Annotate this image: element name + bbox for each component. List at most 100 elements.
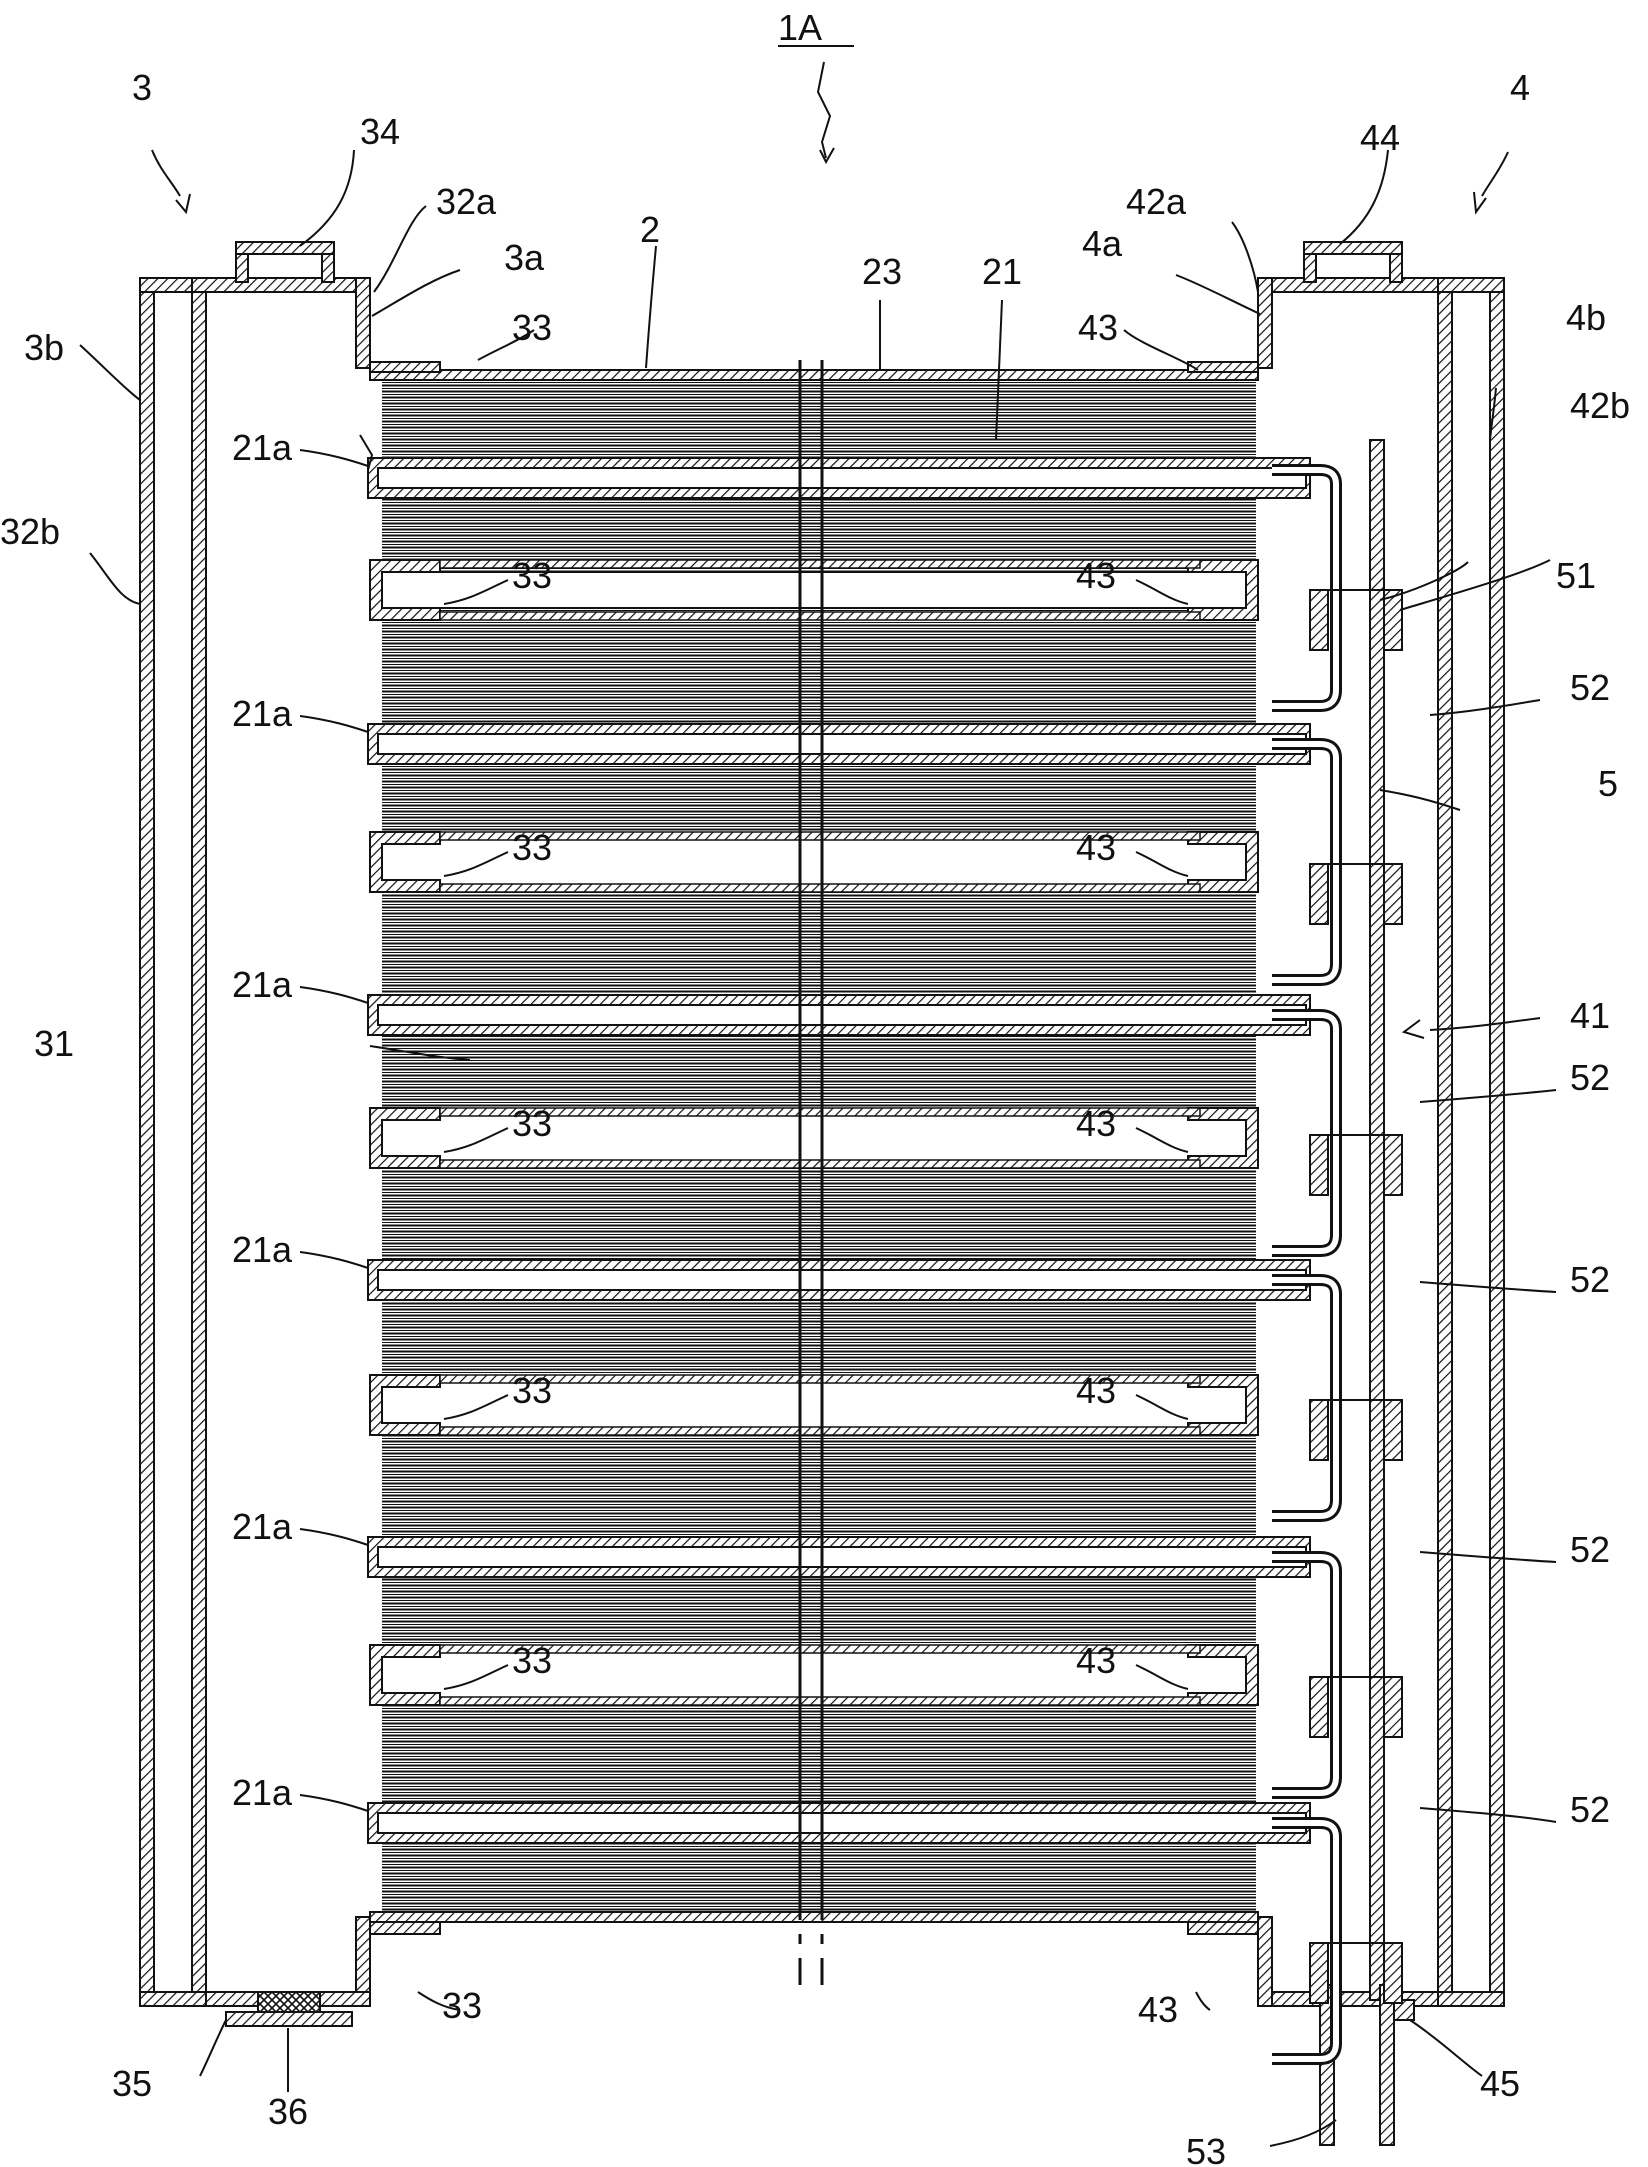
pocket-43 <box>1187 1644 1259 1706</box>
fin-band <box>382 1700 1256 1803</box>
label-21a: 21a <box>232 1772 293 1813</box>
label-52: 52 <box>1570 1529 1610 1570</box>
partition-plate-52 <box>1272 1274 1342 1522</box>
leader-33 <box>443 1127 509 1153</box>
label-52: 52 <box>1570 1789 1610 1830</box>
partition-plate-52-inner <box>1272 467 1339 709</box>
label-53: 53 <box>1186 2131 1226 2167</box>
pocket-43 <box>1187 559 1259 621</box>
leader-21a <box>299 715 369 733</box>
leader-21a <box>299 986 369 1004</box>
tube-bore <box>377 1269 1307 1291</box>
clip-left <box>1309 1942 1329 2004</box>
right-outer-plate-top <box>1437 277 1505 293</box>
clip-right <box>1383 1134 1403 1196</box>
label-43: 43 <box>1076 1103 1116 1144</box>
right-tank-plate-bottom-wall <box>1257 1916 1273 2007</box>
right-inner-divider <box>1437 291 1453 1993</box>
pocket-43 <box>1187 1107 1259 1169</box>
left-header-tank <box>139 241 371 2007</box>
partition-plate-52-inner <box>1272 1820 1339 2062</box>
label-1a: 1A <box>778 7 822 48</box>
label-34: 34 <box>360 111 400 152</box>
flange-43-bottom <box>1187 1921 1259 1935</box>
pocket-bottom-plate <box>439 1426 1201 1436</box>
partition-member-5 <box>1272 439 1415 2146</box>
pocket-33 <box>369 559 441 621</box>
pocket-bottom-plate <box>439 611 1201 621</box>
left-pipe-34-top <box>235 241 335 255</box>
leader-33 <box>443 1664 509 1690</box>
clip-right <box>1383 863 1403 925</box>
pocket-top-plate <box>439 1374 1201 1384</box>
label-42a: 42a <box>1126 181 1187 222</box>
pocket-33 <box>369 831 441 893</box>
label-43: 43 <box>1076 827 1116 868</box>
leader-43 <box>1135 1127 1189 1153</box>
leader-43 <box>1135 1664 1189 1690</box>
pocket-bottom-plate <box>439 1159 1201 1169</box>
label-43: 43 <box>1076 555 1116 596</box>
left-inner-divider <box>191 291 207 1993</box>
label-21a: 21a <box>232 1506 293 1547</box>
pocket-top-plate <box>439 1107 1201 1117</box>
pocket-top-plate <box>439 559 1201 569</box>
leader-lines <box>79 61 1557 2147</box>
pocket-33 <box>369 1374 441 1436</box>
label-43: 43 <box>1076 1640 1116 1681</box>
seal-45 <box>1393 1999 1415 2021</box>
label-33-top: 33 <box>512 307 552 348</box>
pocket-top-plate <box>439 831 1201 841</box>
label-35: 35 <box>112 2063 152 2104</box>
bottom-side-plate <box>369 1911 1259 1923</box>
partition-plate-52-inner <box>1272 1554 1339 1796</box>
leader-21a <box>299 1794 369 1812</box>
pocket-bottom-plate <box>439 883 1201 893</box>
partition-plate-52-inner <box>1272 1012 1339 1254</box>
label-52: 52 <box>1570 1057 1610 1098</box>
pocket-bottom-plate <box>439 1696 1201 1706</box>
fin-band <box>382 608 1256 724</box>
label-51: 51 <box>1556 555 1596 596</box>
flange-43-top <box>1187 361 1259 373</box>
label-3: 3 <box>132 67 152 108</box>
label-4b: 4b <box>1566 297 1606 338</box>
label-33: 33 <box>512 555 552 596</box>
label-3a: 3a <box>504 237 545 278</box>
pocket-top-plate <box>439 1644 1201 1654</box>
fin-band <box>382 1843 1256 1912</box>
tube-bore <box>377 733 1307 755</box>
partition-plate-52 <box>1272 738 1342 986</box>
label-43-top: 43 <box>1078 307 1118 348</box>
leader-21a <box>299 449 369 467</box>
label-36: 36 <box>268 2091 308 2132</box>
partition-plate-52 <box>1272 464 1342 712</box>
label-4a: 4a <box>1082 223 1123 264</box>
partition-plate-52 <box>1272 1009 1342 1257</box>
reference-labels: 1A 3 4 34 44 32a 42a 3a 4a 2 23 21 33 43… <box>0 7 1630 2167</box>
outlet-pipe-53-right <box>1379 1984 1395 2146</box>
flange-33-bottom <box>369 1921 441 1935</box>
partition-plate-52-inner <box>1272 741 1339 983</box>
label-43-bottom: 43 <box>1138 1989 1178 2030</box>
left-outer-plate-32b-wall <box>139 277 155 2007</box>
label-21: 21 <box>982 251 1022 292</box>
label-21a: 21a <box>232 1229 293 1270</box>
label-5: 5 <box>1598 763 1618 804</box>
label-21a: 21a <box>232 427 293 468</box>
clip-left <box>1309 589 1329 651</box>
tube-bore <box>377 1546 1307 1568</box>
label-44: 44 <box>1360 117 1400 158</box>
label-4: 4 <box>1510 67 1530 108</box>
label-21a: 21a <box>232 964 293 1005</box>
label-41: 41 <box>1570 995 1610 1036</box>
leader-21a <box>299 1251 369 1269</box>
top-side-plate-23 <box>369 369 1259 381</box>
label-45: 45 <box>1480 2063 1520 2104</box>
pocket-33 <box>369 1107 441 1169</box>
leader-33 <box>443 579 509 605</box>
leader-33 <box>443 851 509 877</box>
label-33: 33 <box>512 1103 552 1144</box>
right-outer-plate-bottom <box>1437 1991 1505 2007</box>
